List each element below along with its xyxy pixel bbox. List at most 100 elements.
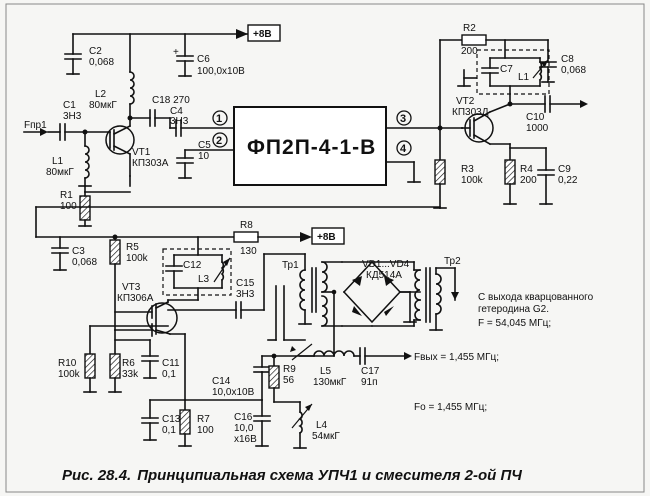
filter-block: ФП2П-4-1-В [233, 106, 387, 186]
lower-left-bias [83, 325, 186, 401]
c9-ref: C9 [558, 164, 571, 175]
c15-ref: C15 [236, 278, 255, 289]
transistor-vt3 [114, 299, 237, 337]
c10-value: 1000 [526, 123, 549, 134]
inductor-l2 [129, 33, 135, 119]
c4-value: 3Н3 [170, 116, 189, 127]
r7-ref: R7 [197, 414, 210, 425]
c18-label: C18 270 [152, 95, 190, 106]
tank-c7-l1 [457, 39, 550, 105]
pin-3: 3 [400, 113, 406, 125]
vt2-ref: VT2 [456, 96, 475, 107]
capacitor-c3 [51, 236, 69, 271]
vt1-type: КП303А [132, 158, 169, 169]
l5-ref: L5 [320, 366, 332, 377]
vt1-ref: VT1 [132, 147, 151, 158]
c2-ref: C2 [89, 46, 102, 57]
frame-border [5, 3, 645, 493]
r9-ref: R9 [283, 364, 296, 375]
l3-ref: L3 [198, 274, 210, 285]
filter-block-label: ФП2П-4-1-В [247, 136, 376, 159]
c3-value: 0,068 [72, 257, 97, 268]
l1b-ref: L1 [518, 72, 530, 83]
tp1-ref: Тр1 [282, 260, 299, 271]
r5-value: 100k [126, 253, 149, 264]
r10-value: 100k [58, 369, 81, 380]
r3-ref: R3 [461, 164, 474, 175]
c17-ref: C17 [361, 366, 380, 377]
diode-bridge [341, 260, 421, 327]
r5-ref: R5 [126, 242, 139, 253]
c1-ref: C1 [63, 100, 76, 111]
top-supply-rail: + [64, 33, 249, 77]
figure-caption: Рис. 28.4.Принципиальная схема УПЧ1 и см… [62, 467, 522, 484]
c6-ref: C6 [197, 54, 210, 65]
supply-label-mid: +8В [317, 232, 336, 243]
c15-value: 3Н3 [236, 289, 255, 300]
c1-value: 3Н3 [63, 111, 82, 122]
resistor-r2 [439, 34, 557, 83]
c12-ref: C12 [183, 260, 202, 271]
pin-1: 1 [216, 113, 222, 125]
l1-value: 80мкГ [46, 167, 74, 178]
block-output-wiring [385, 127, 463, 183]
c14-ref: C14 [212, 376, 231, 387]
l4-value: 54мкГ [312, 431, 340, 442]
vd-type: КД514А [366, 270, 402, 281]
c5-ref: C5 [198, 140, 211, 151]
g2-line2: гетеродина G2. [478, 304, 549, 315]
l4-ref: L4 [316, 420, 328, 431]
c10-ref: C10 [526, 112, 545, 123]
r1-ref: R1 [60, 190, 73, 201]
c14-value: 10,0х10В [212, 387, 255, 398]
capacitor-c14 [184, 355, 335, 401]
c7-ref: C7 [500, 64, 513, 75]
resistor-r1 [78, 175, 131, 227]
c16-ref: C16 [234, 412, 253, 423]
c2-value: 0,068 [89, 57, 114, 68]
r10-ref: R10 [58, 358, 77, 369]
c3-ref: C3 [72, 246, 85, 257]
r4-ref: R4 [520, 164, 533, 175]
output-frequency-label: Fвых = 1,455 МГц; [414, 352, 499, 363]
l5-value: 130мкГ [313, 377, 347, 388]
tank-c12-l3 [162, 236, 232, 301]
inductor-l1 [78, 129, 92, 187]
l2-value: 80мкГ [89, 100, 117, 111]
c16-value: 10,0 [234, 423, 254, 434]
capacitor-c18 [129, 109, 171, 127]
c13-ref: C13 [162, 414, 181, 425]
c16-rating: х16В [234, 434, 257, 445]
capacitor-c15 [235, 253, 306, 319]
pin-4: 4 [400, 143, 407, 155]
c11-value: 0,1 [162, 369, 176, 380]
lower-bottom-parts [141, 399, 271, 447]
vt3-type: КП306А [117, 293, 154, 304]
r6-ref: R6 [122, 358, 135, 369]
transformer-tp2 [399, 261, 459, 331]
svg-text:+: + [173, 47, 179, 58]
c8-ref: C8 [561, 54, 574, 65]
c13-value: 0,1 [162, 425, 176, 436]
l2-ref: L2 [95, 89, 107, 100]
c11-ref: C11 [162, 358, 180, 369]
capacitor-c4 [169, 117, 235, 137]
resistor-r4 [503, 143, 547, 205]
supply-plus8v-top: +8В [236, 24, 281, 42]
g2-line3: F = 54,045 МГц; [478, 318, 551, 329]
r6-value: 33k [122, 369, 139, 380]
r3-value: 100k [461, 175, 484, 186]
second-supply-rail: +8В [35, 206, 441, 245]
capacitor-c5 [176, 149, 235, 179]
pin-2: 2 [216, 135, 222, 147]
c5-value: 10 [198, 151, 210, 162]
c8-value: 0,068 [561, 65, 586, 76]
l1-ref: L1 [52, 156, 64, 167]
r2-value: 200 [461, 46, 478, 57]
r2-ref: R2 [463, 23, 476, 34]
vt2-type: КП303Д [452, 107, 489, 118]
vd-ref: VD1...VD4 [362, 259, 410, 270]
g2-line1: С выхода кварцованного [478, 292, 594, 303]
r8-value: 130 [240, 246, 257, 257]
